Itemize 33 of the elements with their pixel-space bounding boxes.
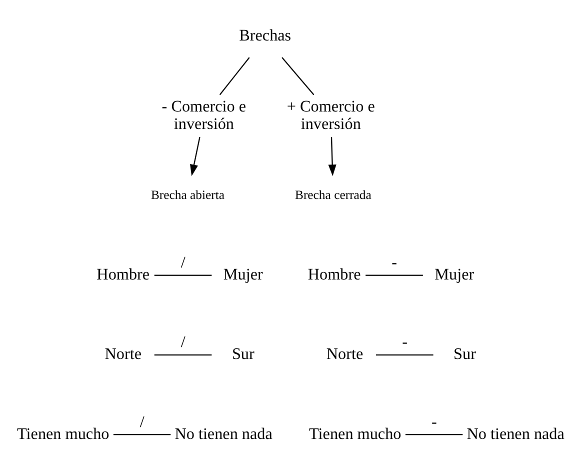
connector (113, 434, 171, 435)
node-text: Brecha cerrada (294, 187, 372, 202)
edge-label: / (180, 254, 186, 271)
edge-label: / (180, 334, 186, 351)
arrow (328, 136, 336, 176)
connector (219, 56, 250, 95)
arrow (190, 136, 200, 176)
node-text: Norte (326, 346, 364, 363)
edge-label: / (140, 413, 144, 430)
node-text: Tienen mucho (17, 425, 110, 442)
connector (154, 354, 212, 356)
node-text: Norte (104, 346, 142, 363)
connector (366, 274, 423, 276)
node-text: Brecha abierta (150, 187, 225, 202)
node-text: Mujer (434, 266, 474, 284)
connector (376, 354, 434, 356)
node-text: No tienen nada (466, 425, 564, 442)
connector (282, 56, 314, 95)
node-text: Sur (232, 346, 254, 363)
connector (154, 274, 212, 276)
node-text: Hombre (308, 266, 361, 284)
edge-label: - (392, 254, 398, 271)
node-text: Mujer (223, 266, 263, 284)
node-text: Brechas (239, 27, 292, 44)
node-text: Sur (454, 346, 476, 363)
connector (405, 434, 463, 435)
node-text: + Comercio e inversión (286, 98, 375, 132)
node-text: No tienen nada (174, 425, 272, 442)
node-text: Tienen mucho (309, 425, 402, 442)
edge-label: - (432, 413, 437, 430)
node-text: Hombre (96, 266, 150, 284)
edge-label: - (402, 334, 408, 351)
node-text: - Comercio e inversión (162, 98, 246, 132)
